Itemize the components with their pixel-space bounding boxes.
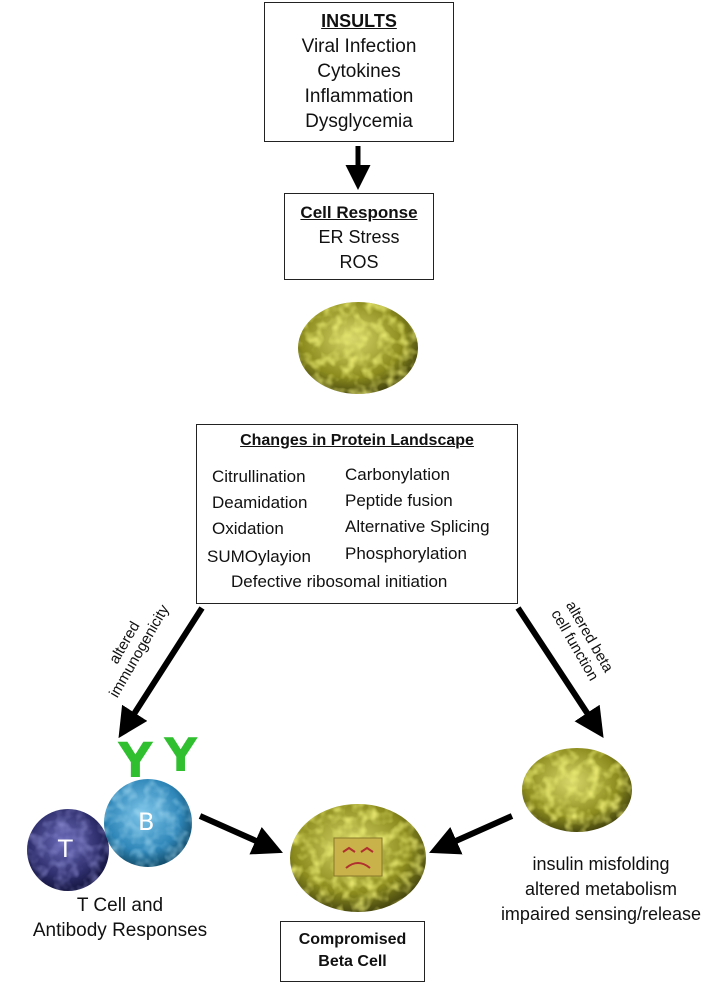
antibody-icon: Y bbox=[118, 733, 153, 789]
t-cell-icon bbox=[27, 809, 109, 891]
ptm-item: SUMOylayion bbox=[207, 547, 311, 566]
immune-response-caption: T Cell and Antibody Responses bbox=[6, 893, 234, 943]
ptm-item: Citrullination bbox=[212, 467, 306, 486]
ptm-item: Phosphorylation bbox=[345, 544, 467, 563]
caption-line: insulin misfolding bbox=[532, 854, 670, 874]
beta-cell-icon-top bbox=[298, 302, 418, 394]
caption-line: altered metabolism bbox=[524, 879, 678, 899]
cell-response-item: ROS bbox=[339, 252, 379, 272]
arrow-altered-immunogenicity bbox=[118, 606, 205, 739]
cell-response-item: ER Stress bbox=[318, 227, 400, 247]
cell-response-box: Cell Response ER Stress ROS bbox=[284, 193, 434, 280]
compromised-beta-cell-box: Compromised Beta Cell bbox=[280, 921, 425, 982]
ptm-item: Defective ribosomal initiation bbox=[231, 572, 448, 591]
arrow-immune-to-compromised bbox=[198, 813, 283, 855]
b-cell-icon bbox=[104, 779, 192, 867]
insult-item: Dysglycemia bbox=[305, 111, 413, 132]
ptm-item: Deamidation bbox=[212, 493, 308, 512]
ptm-item: Alternative Splicing bbox=[345, 517, 490, 536]
arrow-altered-beta-function bbox=[515, 606, 604, 739]
insult-item: Viral Infection bbox=[301, 36, 417, 57]
caption-line: Antibody Responses bbox=[32, 920, 208, 941]
caption-line: T Cell and bbox=[76, 895, 164, 916]
insult-item: Inflammation bbox=[304, 86, 414, 107]
b-cell-letter: B bbox=[138, 808, 155, 836]
insult-item: Cytokines bbox=[317, 61, 401, 82]
beta-dysfunction-caption: insulin misfolding altered metabolism im… bbox=[494, 852, 708, 927]
ptm-item: Carbonylation bbox=[345, 465, 450, 484]
antibody-icon: Y bbox=[164, 728, 198, 782]
compromised-label: Beta Cell bbox=[318, 953, 387, 970]
compromised-label: Compromised bbox=[298, 931, 407, 948]
t-cell-letter: T bbox=[58, 835, 73, 863]
arrow-beta-effects-to-compromised bbox=[429, 813, 514, 855]
caption-line: impaired sensing/release bbox=[500, 904, 702, 924]
ptm-item: Oxidation bbox=[212, 519, 284, 538]
insults-box: INSULTS Viral Infection Cytokines Inflam… bbox=[264, 2, 454, 142]
protein-landscape-title: Changes in Protein Landscape bbox=[240, 432, 474, 449]
sad-face-icon bbox=[333, 837, 383, 877]
insults-title: INSULTS bbox=[321, 11, 397, 31]
cell-response-title: Cell Response bbox=[300, 203, 418, 222]
compromised-beta-cell-icon bbox=[290, 804, 426, 912]
beta-cell-icon-right bbox=[522, 748, 632, 832]
protein-landscape-box: Changes in Protein Landscape Citrullinat… bbox=[196, 424, 518, 604]
ptm-item: Peptide fusion bbox=[345, 491, 453, 510]
